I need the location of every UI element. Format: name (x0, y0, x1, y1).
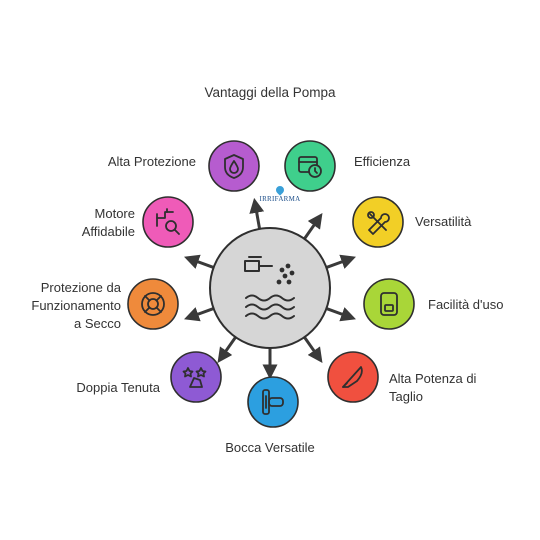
benefit-circle (363, 278, 415, 330)
benefit-node-6 (170, 351, 222, 403)
tools-icon (367, 211, 390, 235)
logo-drop-icon (274, 184, 286, 196)
label-efficienza: Efficienza (354, 154, 411, 169)
benefit-node-7 (127, 278, 179, 330)
label-alta-potenza-taglio: Alta Potenza di Taglio (389, 371, 477, 404)
label-protezione-funzionamento-secco: Protezione da Funzionamento a Secco (31, 280, 121, 331)
benefit-node-8 (142, 196, 194, 248)
label-versatilita: Versatilità (415, 214, 472, 229)
arrow-7 (184, 306, 217, 322)
benefit-circle (170, 351, 222, 403)
benefit-node-2 (352, 196, 404, 248)
benefit-node-0 (208, 140, 260, 192)
arrows-group (184, 197, 356, 380)
pipe-search-icon (156, 208, 180, 235)
benefit-circle (247, 376, 299, 428)
label-bocca-versatile: Bocca Versatile (225, 440, 315, 455)
nozzle-icon (262, 389, 284, 415)
arrow-6 (217, 334, 238, 363)
arrow-3 (323, 306, 356, 322)
stars-hand-icon (182, 367, 207, 388)
diagram-title: Vantaggi della Pompa (204, 85, 336, 100)
logo-text: IRRIFARMA (259, 195, 301, 203)
benefit-node-1 (284, 140, 336, 192)
arrow-2 (323, 254, 356, 270)
benefit-circle (284, 140, 336, 192)
device-icon (380, 292, 398, 316)
blade-icon (342, 366, 363, 388)
benefit-circle (127, 278, 179, 330)
benefit-circle (208, 140, 260, 192)
lifebuoy-icon (141, 292, 165, 316)
label-alta-protezione: Alta Protezione (107, 154, 196, 169)
arrow-0 (249, 197, 265, 232)
pump-water-icon (244, 256, 295, 320)
arrow-8 (184, 254, 217, 270)
label-motore-affidabile: Motore Affidabile (81, 206, 135, 239)
benefit-node-5 (247, 376, 299, 428)
arrow-4 (302, 334, 323, 363)
browser-clock-icon (298, 156, 322, 178)
benefit-nodes (127, 140, 415, 428)
arrow-1 (302, 213, 323, 242)
label-facilita-uso: Facilità d'uso (428, 297, 504, 312)
label-doppia-tenuta: Doppia Tenuta (76, 380, 160, 395)
irrifarma-logo: IRRIFARMA (258, 184, 302, 208)
benefit-node-4 (327, 351, 379, 403)
benefit-node-3 (363, 278, 415, 330)
shield-drop-icon (224, 154, 244, 179)
pump-hub (209, 227, 331, 349)
